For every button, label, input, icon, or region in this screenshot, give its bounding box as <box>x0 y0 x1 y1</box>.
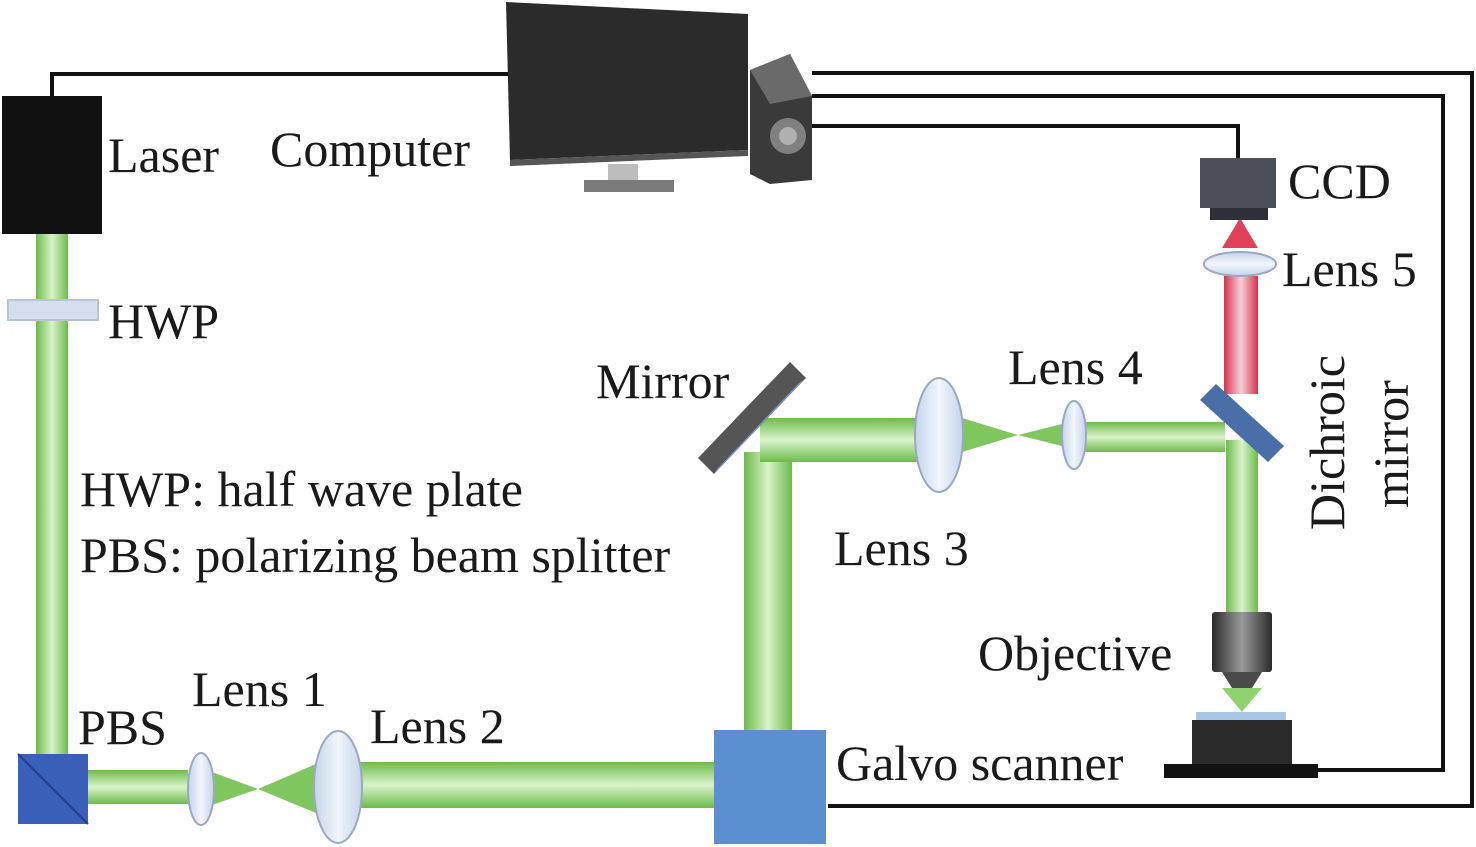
ccd-label: CCD <box>1288 153 1391 209</box>
lens-5 <box>1203 251 1277 277</box>
lens-2-label: Lens 2 <box>370 698 505 754</box>
computer <box>506 2 812 192</box>
lens-2 <box>313 730 363 844</box>
half-wave-plate <box>7 299 99 321</box>
cable-computer-stage <box>812 94 1445 772</box>
legend-hwp: HWP: half wave plate <box>80 461 523 517</box>
lens-4-label: Lens 4 <box>1008 339 1143 395</box>
cable-laser-computer <box>50 72 515 96</box>
sample-stage <box>1164 712 1318 778</box>
ccd-camera <box>1200 158 1276 220</box>
dichroic-mirror <box>1200 384 1284 462</box>
laser-body <box>2 96 102 234</box>
pbs-label: PBS <box>78 699 167 755</box>
legend-pbs: PBS: polarizing beam splitter <box>80 527 671 583</box>
lens-3-label: Lens 3 <box>834 520 969 576</box>
polarizing-beam-splitter <box>17 753 89 825</box>
monitor-screen <box>506 2 748 160</box>
objective-lens <box>1212 612 1272 688</box>
computer-label: Computer <box>270 121 470 177</box>
lens-1 <box>187 752 215 826</box>
green-laser-beam <box>36 234 1262 813</box>
lens-1-label: Lens 1 <box>192 661 327 717</box>
red-emission-beam <box>1222 218 1258 394</box>
lens-4 <box>1061 400 1087 470</box>
lens-3 <box>914 377 964 493</box>
mirror-label: Mirror <box>596 353 730 409</box>
lens-5-label: Lens 5 <box>1282 241 1417 297</box>
dichroic-mirror-label: Dichroic mirror <box>1299 355 1419 530</box>
galvo-scanner-label: Galvo scanner <box>836 735 1124 791</box>
hwp-label: HWP <box>108 293 219 349</box>
objective-label: Objective <box>978 625 1172 681</box>
galvo-scanner-cube <box>714 730 826 844</box>
laser-label: Laser <box>108 127 219 183</box>
cable-computer-ccd <box>812 124 1240 158</box>
dichroic-label-line-1: Dichroic <box>1299 355 1355 530</box>
cable-computer-galvo <box>812 71 1474 808</box>
mirror <box>698 362 806 474</box>
dichroic-label-line-2: mirror <box>1363 380 1419 508</box>
